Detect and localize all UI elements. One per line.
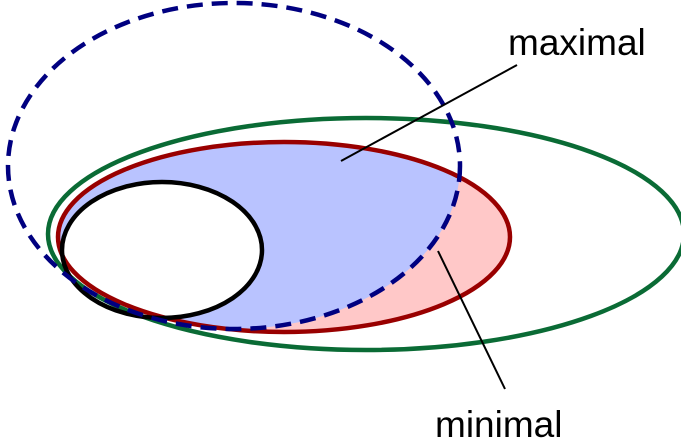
red-ellipse [55, 139, 513, 335]
dashed-blue-ellipse [5, 0, 463, 332]
maximal-leader-line [340, 64, 518, 162]
maximal-label: maximal [508, 22, 646, 63]
minimal-label: minimal [435, 404, 562, 445]
black-ellipse [59, 179, 265, 321]
green-ellipse [45, 115, 681, 353]
inner-ellipse-fill [62, 182, 262, 318]
minimal-leader-line [437, 250, 506, 390]
